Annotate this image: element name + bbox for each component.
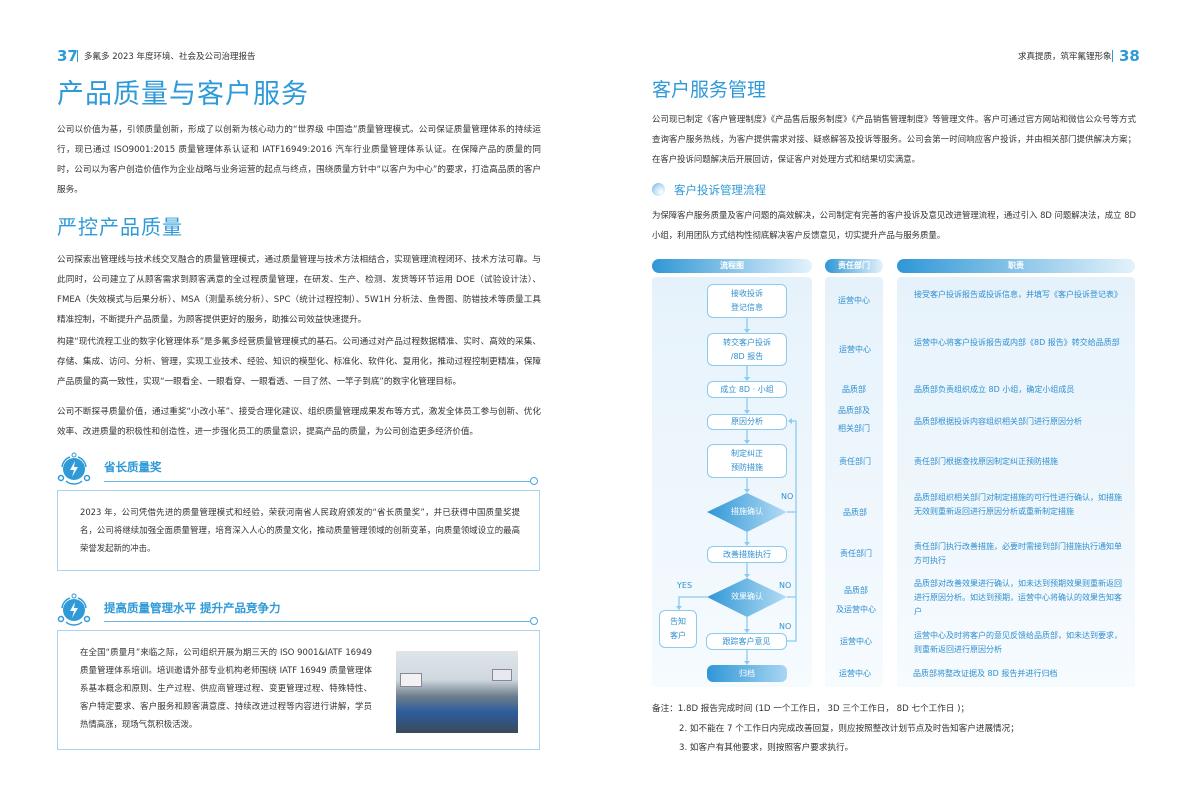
flow-node-measures: 制定纠正 预防措施	[707, 444, 787, 478]
flow-node-team: 成立 8D · 小组	[707, 381, 787, 398]
projector-screen	[400, 673, 422, 687]
header-divider	[77, 50, 78, 62]
flow-decision-confirm: 措施确认	[731, 507, 763, 516]
page-number-right: 38	[1119, 47, 1140, 65]
label-no: NO	[781, 492, 794, 501]
flow-decision-effect: 效果确认	[731, 592, 763, 601]
divider-dot	[530, 617, 538, 625]
subsection-title: 客户投诉管理流程	[674, 183, 766, 197]
row-dept: 品质部 及运营中心	[836, 586, 876, 614]
intro-paragraph: 公司现已制定《客户管理制度》《产品售后服务制度》《产品销售管理制度》等管理文件。…	[652, 114, 1136, 164]
bullet-icon	[652, 183, 665, 196]
row-dept: 品质部	[843, 508, 867, 517]
page-number-left: 37	[57, 47, 78, 65]
header-divider	[1112, 50, 1113, 62]
row-duty: 品质部组织相关部门对制定措施的可行性进行确认，如措施无效则重新返回进行原因分析或…	[914, 493, 1122, 516]
row-duty: 品质部将整改证据及 8D 报告并进行归档	[913, 669, 1058, 678]
note-line: 备注：1.8D 报告完成时间 (1D 一个工作日， 3D 三个工作日， 8D 七…	[652, 704, 970, 714]
page-title: 客户服务管理	[652, 79, 767, 101]
row-duty: 运营中心将客户投诉报告或内部《8D 报告》转交给品质部	[914, 338, 1120, 347]
label-yes: YES	[677, 581, 693, 590]
row-dept: 品质部	[842, 385, 866, 394]
paragraph: 公司不断探寻质量价值，通过重奖“小改小革”、接受合理化建议、组织质量管理成果发布…	[57, 407, 541, 437]
page-title: 产品质量与客户服务	[57, 79, 309, 110]
paragraph: 公司探索出管理线与技术线交叉融合的质量管理模式，通过质量管理与技术方法相结合，实…	[57, 255, 541, 325]
flow-node-transfer: 转交客户投诉 /8D 报告	[707, 333, 787, 366]
lightning-icon	[57, 452, 91, 485]
label-no: NO	[779, 581, 792, 590]
row-duty: 责任部门执行改善措施，必要时需接到部门措施执行通知单方可执行	[914, 542, 1122, 565]
running-header-left: 多氟多 2023 年度环境、社会及公司治理报告	[84, 52, 256, 62]
header-department: 责任部门	[825, 259, 883, 273]
divider	[104, 481, 532, 482]
row-dept: 品质部及 相关部门	[838, 406, 870, 433]
paragraph: 构建“现代流程工业的数字化管理体系”是多氟多经营质量管理模式的基石。公司通过对产…	[57, 337, 541, 387]
projector-screen	[492, 669, 512, 681]
row-duty: 责任部门根据查找原因制定纠正预防措施	[914, 457, 1058, 466]
row-dept: 运营中心	[840, 637, 872, 646]
header-duty: 职责	[897, 259, 1135, 273]
row-dept: 运营中心	[839, 669, 871, 678]
row-duty: 品质部根据投诉内容组织相关部门进行原因分析	[914, 417, 1082, 426]
department-column	[825, 277, 883, 687]
row-duty: 运营中心及时将客户的意见反馈给品质部，如未达到要求，则重新返回进行原因分析	[914, 631, 1122, 654]
duty-column	[897, 277, 1135, 687]
row-dept: 运营中心	[838, 296, 870, 305]
flow-node-notify: 告知 客户	[659, 610, 697, 648]
flow-node-receive: 接收投诉 登记信息	[707, 284, 787, 318]
row-dept: 责任部门	[840, 549, 872, 558]
row-dept: 责任部门	[839, 457, 871, 466]
flow-node-cause: 原因分析	[707, 414, 787, 430]
highlight-title: 提高质量管理水平 提升产品竞争力	[104, 601, 281, 615]
flow-node-archive: 归档	[707, 665, 787, 682]
decision-diamond	[707, 493, 787, 532]
divider-dot	[530, 477, 538, 485]
highlight-box: 在全国“质量月”来临之际，公司组织开展为期三天的 ISO 9001&IATF 1…	[57, 630, 540, 750]
divider	[104, 621, 532, 622]
label-no: NO	[779, 622, 792, 631]
row-dept: 运营中心	[839, 345, 871, 354]
intro-paragraph: 公司以价值为基，引领质量创新，形成了以创新为核心动力的“世界级 中国造”质量管理…	[57, 125, 541, 195]
highlight-text: 在全国“质量月”来临之际，公司组织开展为期三天的 ISO 9001&IATF 1…	[80, 647, 372, 729]
highlight-box: 2023 年，公司凭借先进的质量管理模式和经验，荣获河南省人民政府颁发的“省长质…	[57, 490, 540, 571]
flow-node-track: 跟踪客户意见	[706, 633, 787, 650]
note-line: 3. 如客户有其他要求，则按照客户要求执行。	[679, 743, 854, 753]
header-flowchart: 流程图	[652, 259, 812, 273]
section-title: 严控产品质量	[57, 215, 183, 239]
row-duty: 品质部对改善效果进行确认，如未达到预期效果则重新返回进行原因分析。如达到预期，运…	[914, 579, 1122, 616]
flow-node-execute: 改善措施执行	[707, 546, 787, 563]
training-photo	[396, 651, 518, 733]
highlight-title: 省长质量奖	[104, 460, 162, 474]
row-duty: 接受客户投诉报告或投诉信息，并填写《客户投诉登记表》	[914, 290, 1122, 299]
lightning-icon	[57, 593, 91, 626]
running-header-right: 求真提质，筑牢氟锂形象	[1018, 52, 1112, 62]
highlight-text: 2023 年，公司凭借先进的质量管理模式和经验，荣获河南省人民政府颁发的“省长质…	[80, 507, 520, 553]
row-duty: 品质部负责组织成立 8D 小组，确定小组成员	[914, 385, 1075, 394]
decision-diamond	[707, 578, 787, 617]
note-line: 2. 如不能在 7 个工作日内完成改善回复，则应按照整改计划节点及时告知客户进展…	[679, 724, 1019, 734]
subsection-paragraph: 为保障客户服务质量及客户问题的高效解决，公司制定有完善的客户投诉及意见改进管理流…	[652, 210, 1136, 240]
